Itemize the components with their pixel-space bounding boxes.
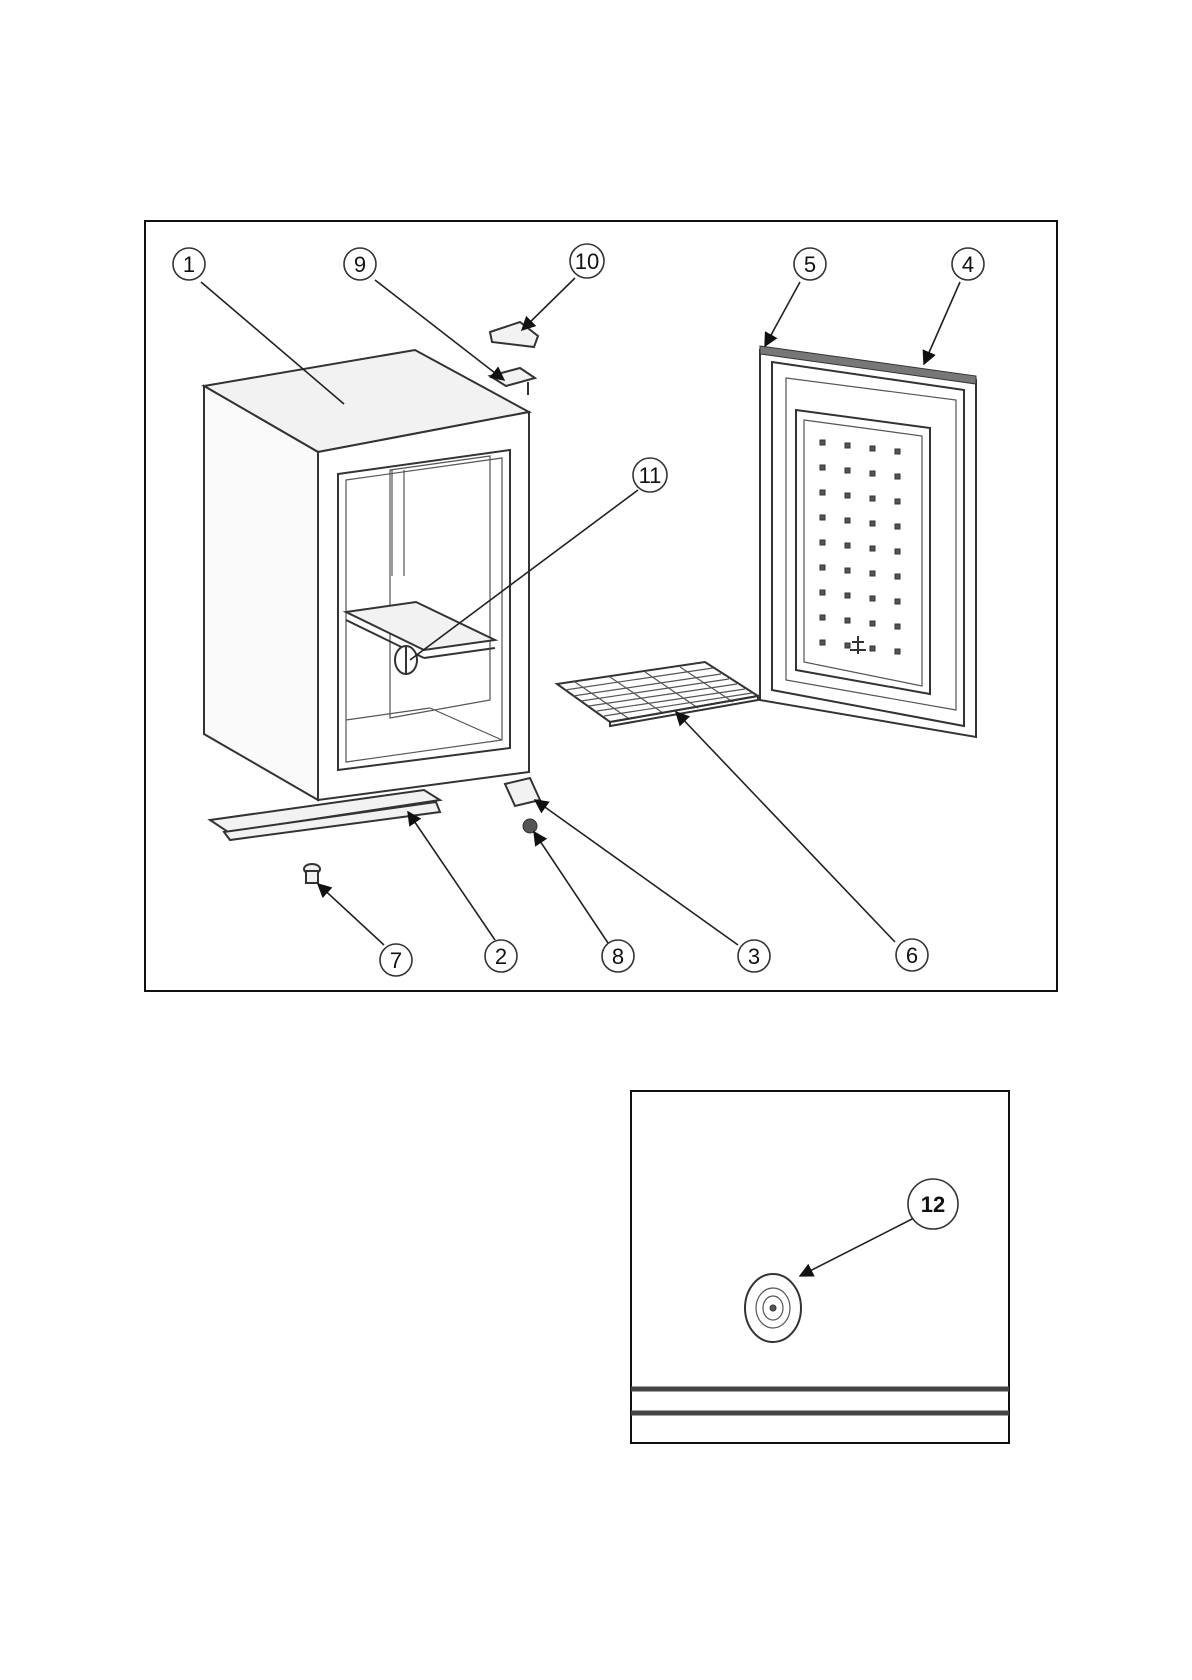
callout-8-label: 8 bbox=[612, 944, 624, 969]
callout-3-label: 3 bbox=[748, 944, 760, 969]
leader-2 bbox=[408, 812, 495, 940]
callout-7: 7 bbox=[380, 944, 412, 976]
callout-3: 3 bbox=[738, 940, 770, 972]
callout-9: 9 bbox=[344, 248, 376, 280]
callout-6: 6 bbox=[896, 939, 928, 971]
leader-6 bbox=[676, 712, 895, 942]
leader-8 bbox=[534, 832, 608, 943]
leader-5 bbox=[765, 282, 800, 346]
callout-7-label: 7 bbox=[390, 948, 402, 973]
callout-12: 12 bbox=[908, 1179, 958, 1229]
callout-4: 4 bbox=[952, 248, 984, 280]
callout-6-label: 6 bbox=[906, 943, 918, 968]
cabinet-body bbox=[204, 350, 529, 800]
leader-7 bbox=[318, 884, 384, 945]
leader-3 bbox=[535, 800, 738, 945]
callout-1: 1 bbox=[173, 248, 205, 280]
callout-8: 8 bbox=[602, 940, 634, 972]
drain-plug bbox=[745, 1274, 801, 1342]
callout-5-label: 5 bbox=[804, 252, 816, 277]
callout-10-label: 10 bbox=[575, 249, 599, 274]
callout-11-label: 11 bbox=[639, 463, 662, 488]
callout-5: 5 bbox=[794, 248, 826, 280]
callout-12-label: 12 bbox=[921, 1192, 945, 1217]
leader-4 bbox=[924, 282, 960, 364]
callout-1-label: 1 bbox=[183, 252, 195, 277]
callout-2-label: 2 bbox=[495, 944, 507, 969]
door bbox=[760, 346, 976, 737]
adjustable-foot bbox=[304, 864, 320, 883]
callout-11: 11 bbox=[633, 458, 667, 492]
callout-9-label: 9 bbox=[354, 252, 366, 277]
bottom-hinge bbox=[505, 778, 540, 806]
wire-shelf bbox=[557, 662, 758, 726]
callout-4-label: 4 bbox=[962, 252, 974, 277]
leader-10 bbox=[522, 278, 575, 330]
hinge-bushing bbox=[523, 819, 537, 833]
callout-2: 2 bbox=[485, 940, 517, 972]
top-hinge bbox=[490, 368, 535, 395]
leader-12 bbox=[800, 1218, 914, 1276]
hinge-cover bbox=[490, 322, 538, 347]
callout-10: 10 bbox=[570, 244, 604, 278]
